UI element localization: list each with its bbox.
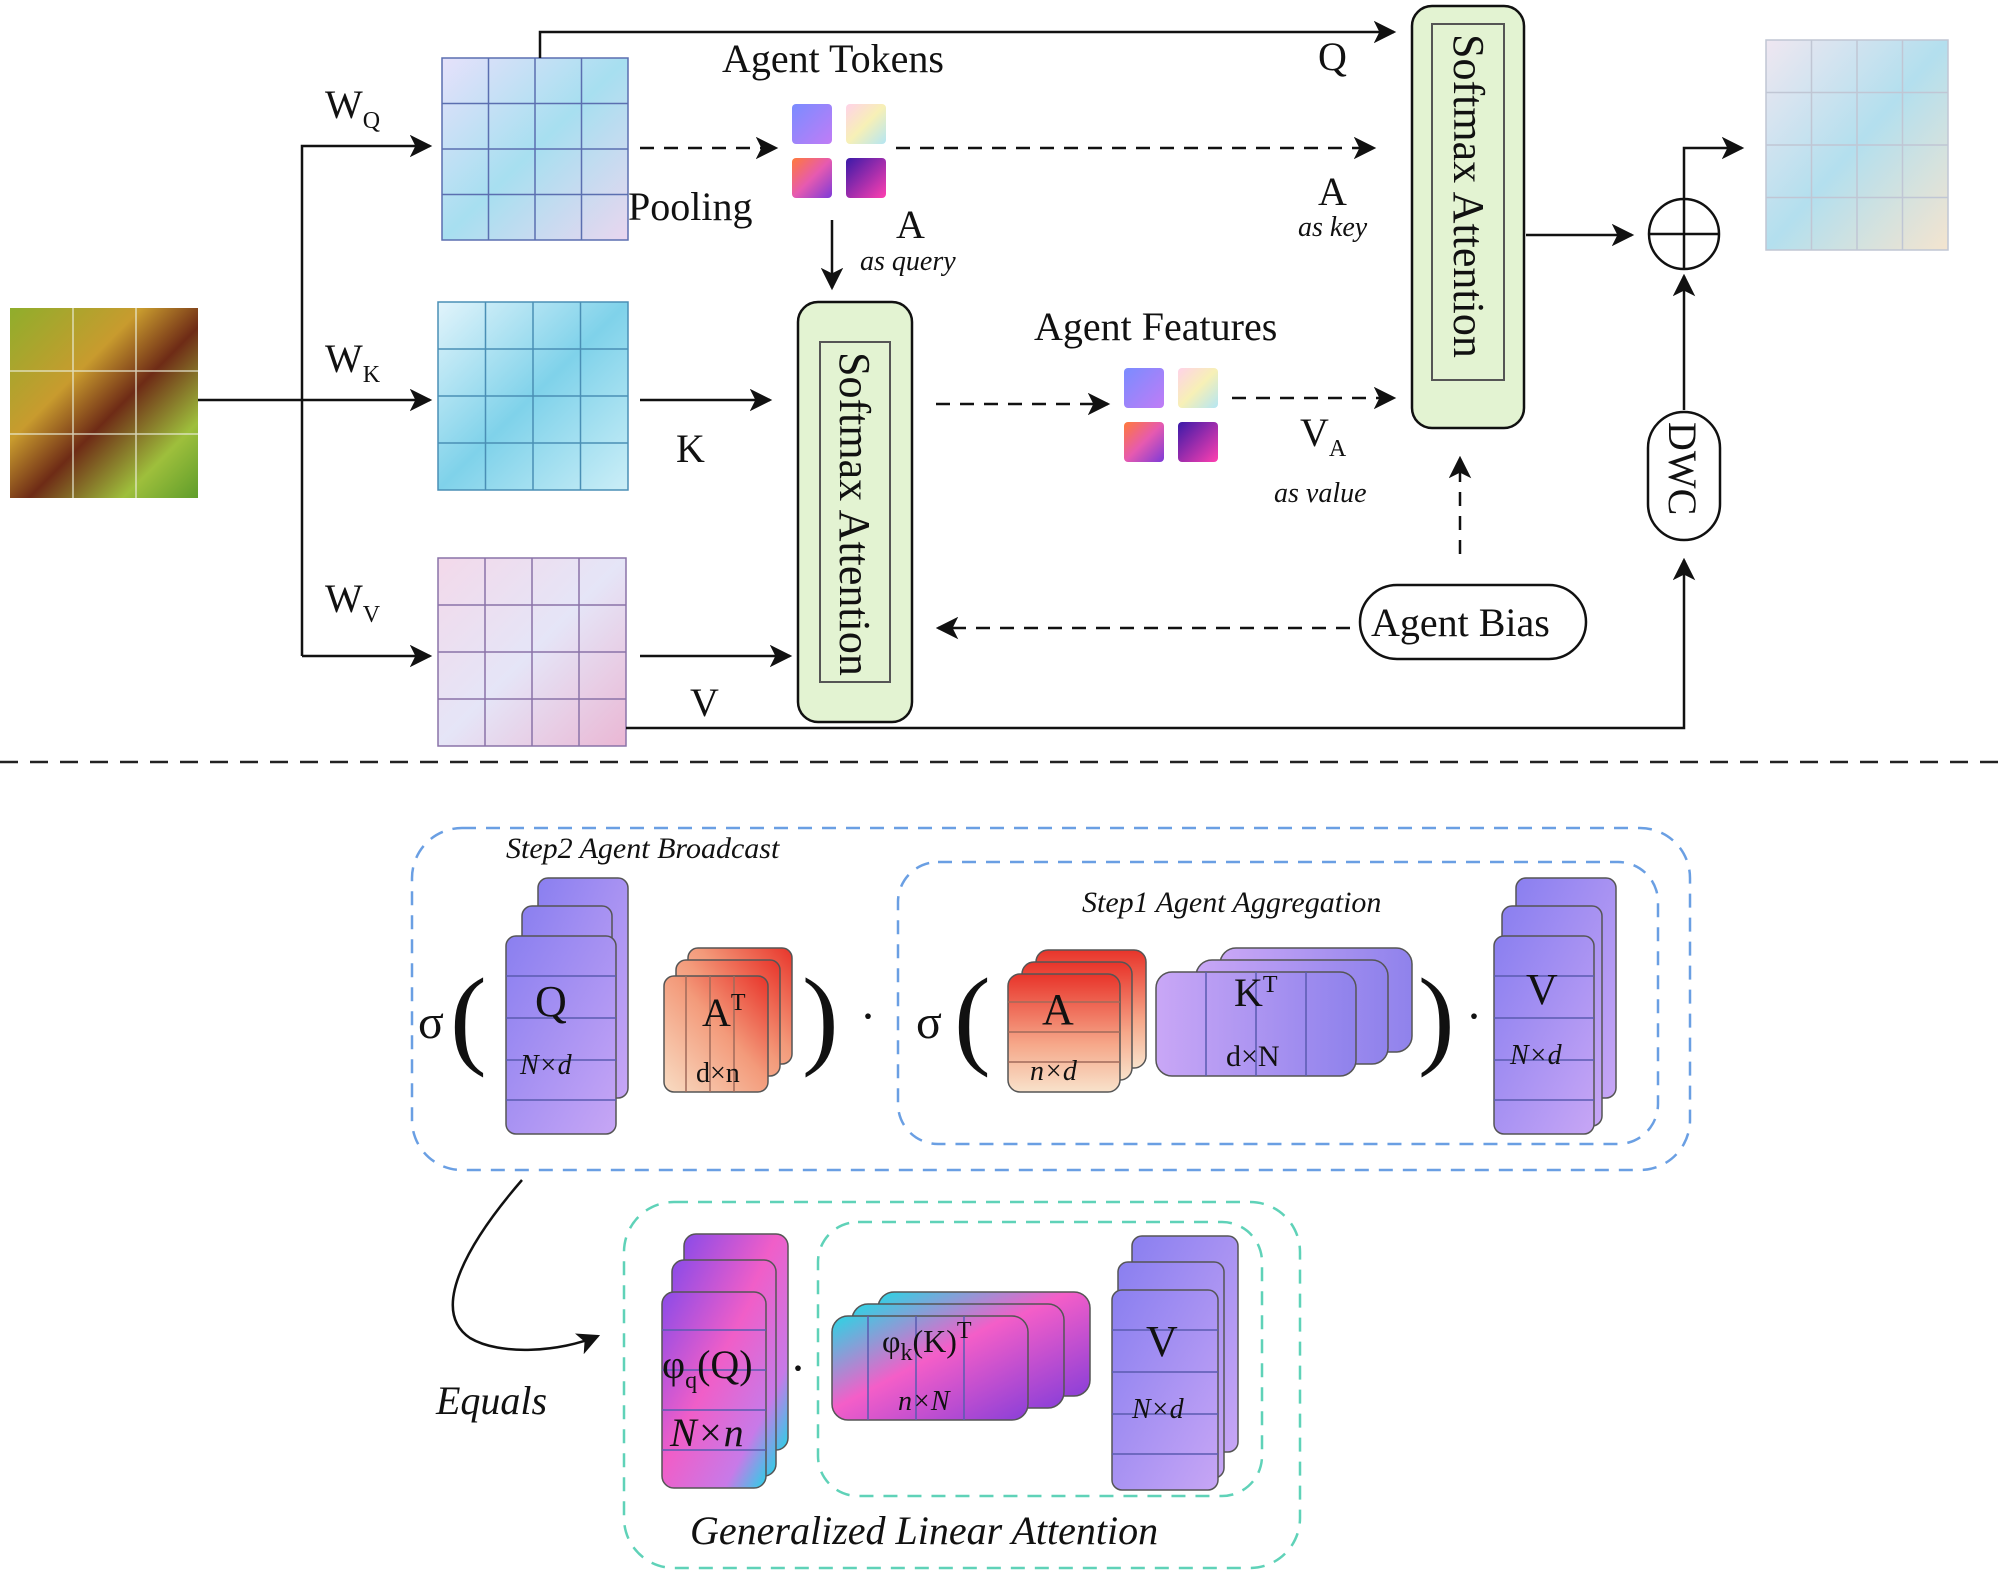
svg-text:N×d: N×d — [1509, 1040, 1563, 1071]
dwc-block: DWC — [1646, 410, 1722, 542]
svg-text:V: V — [1146, 1317, 1178, 1366]
q-label: Q — [1318, 34, 1347, 79]
q-matrix — [441, 57, 629, 241]
sum-operator — [1647, 197, 1721, 271]
rparen-step2: ) — [802, 956, 839, 1078]
linear-inner-border — [816, 1220, 1264, 1498]
v-label: V — [690, 680, 719, 725]
a-key-label: A — [1318, 169, 1347, 214]
input-feature-map — [10, 308, 198, 498]
a-query-label: A — [896, 202, 925, 247]
sigma-step1: σ — [916, 996, 942, 1049]
agent-bias: Agent Bias — [1358, 583, 1588, 661]
rparen-step1: ) — [1418, 956, 1455, 1078]
svg-text:Q: Q — [535, 977, 567, 1026]
right-softmax-attention: Softmax Attention — [1410, 4, 1526, 430]
agent-features-label: Agent Features — [1034, 304, 1277, 349]
dot-1: · — [860, 990, 876, 1043]
step2-border — [410, 826, 1692, 1172]
linear-attention-border — [622, 1200, 1302, 1570]
agent-tokens — [792, 104, 886, 198]
svg-text:d×N: d×N — [1226, 1040, 1280, 1073]
svg-text:KT: KT — [1234, 970, 1278, 1015]
input-branch-lines — [198, 134, 433, 668]
dot-3: · — [790, 1342, 806, 1395]
a-stack: A n×d — [1007, 949, 1147, 1093]
wv-label: WV — [325, 576, 381, 628]
as-key-label: as key — [1298, 212, 1368, 243]
v-stack-linear: V N×d — [1111, 1235, 1239, 1491]
v-to-dwc-arrow — [626, 557, 1696, 730]
svg-text:N×d: N×d — [519, 1050, 573, 1081]
left-softmax-attention: Softmax Attention — [796, 300, 914, 724]
k-label: K — [676, 426, 705, 471]
output-matrix — [1765, 39, 1949, 251]
svg-text:N×n: N×n — [669, 1410, 744, 1455]
wk-label: WK — [325, 336, 381, 388]
equals-arrow — [451, 1179, 601, 1355]
svg-text:DWC: DWC — [1660, 422, 1705, 515]
agent-features — [1124, 368, 1218, 462]
svg-text:φq(Q): φq(Q) — [662, 1342, 753, 1394]
v-stack: V N×d — [1493, 877, 1617, 1135]
phi-q-stack: φq(Q) N×n — [661, 1233, 789, 1489]
svg-text:n×N: n×N — [898, 1386, 951, 1417]
svg-text:n×d: n×d — [1030, 1056, 1078, 1087]
as-value-label: as value — [1274, 478, 1367, 509]
agent-tokens-label: Agent Tokens — [722, 36, 944, 81]
phi-k-stack: φk(K)T n×N — [831, 1291, 1091, 1421]
sigma-step2: σ — [418, 996, 444, 1049]
svg-text:d×n: d×n — [696, 1058, 740, 1089]
step2-label: Step2 Agent Broadcast — [506, 832, 780, 865]
step1-border — [896, 860, 1660, 1146]
v-matrix — [437, 557, 627, 747]
k-transpose-stack: KT d×N — [1155, 947, 1413, 1077]
svg-text:N×d: N×d — [1131, 1394, 1185, 1425]
svg-text:A: A — [1042, 985, 1074, 1034]
k-matrix — [437, 301, 629, 491]
a-transpose-stack: AT d×n — [663, 947, 793, 1093]
svg-text:φk(K)T: φk(K)T — [882, 1318, 972, 1366]
lparen-step2: ( — [450, 956, 487, 1078]
va-label: VA — [1300, 410, 1347, 462]
q-stack: Q N×d — [505, 877, 629, 1135]
svg-text:AT: AT — [702, 990, 746, 1035]
pooling-label: Pooling — [628, 184, 752, 229]
dot-2: · — [1466, 990, 1482, 1043]
lparen-step1: ( — [954, 956, 991, 1078]
wq-label: WQ — [325, 82, 380, 134]
svg-text:Softmax Attention: Softmax Attention — [1444, 34, 1493, 358]
q-to-right-softmax-arrow — [538, 20, 1397, 58]
as-query-label: as query — [860, 246, 956, 277]
svg-text:Agent Bias: Agent Bias — [1371, 600, 1550, 645]
step1-label: Step1 Agent Aggregation — [1082, 886, 1381, 919]
linear-attention-title: Generalized Linear Attention — [690, 1508, 1158, 1553]
svg-text:Softmax Attention: Softmax Attention — [830, 352, 879, 676]
sum-to-output-arrow — [1682, 136, 1745, 198]
svg-text:V: V — [1526, 965, 1558, 1014]
equals-label: Equals — [435, 1378, 547, 1423]
